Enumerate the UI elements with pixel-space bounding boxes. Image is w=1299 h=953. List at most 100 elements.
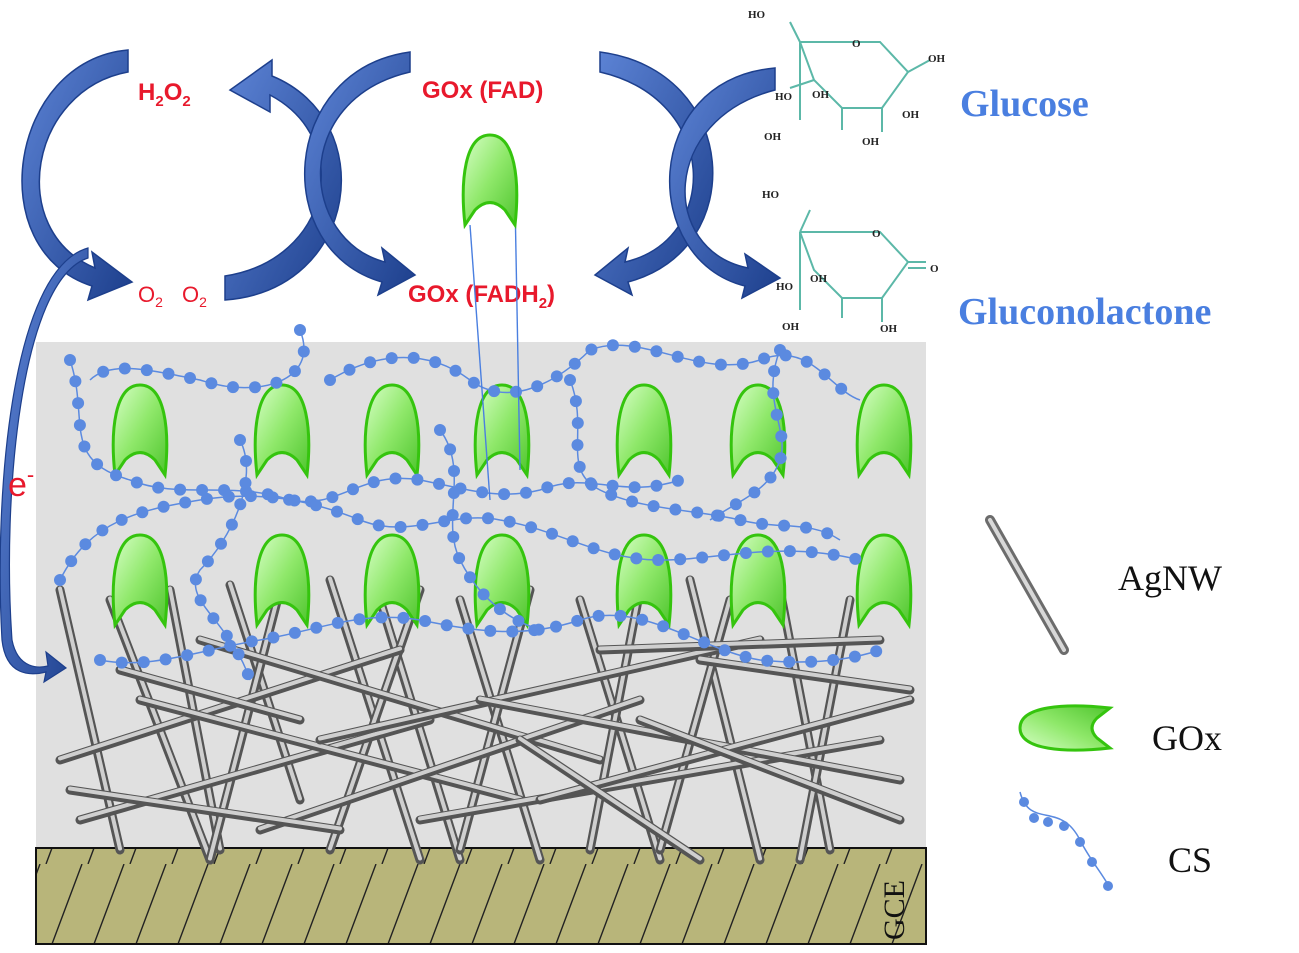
cs-bead	[657, 620, 670, 633]
cs-bead	[652, 554, 665, 566]
cs-bead	[453, 552, 466, 565]
cs-bead	[159, 653, 172, 666]
nanowire-highlight	[138, 696, 522, 801]
cs-bead	[783, 545, 796, 558]
cs-bead	[297, 345, 310, 358]
cs-bead	[849, 552, 862, 565]
cs-bead	[805, 655, 818, 668]
cs-bead	[736, 357, 749, 370]
cs-bead	[444, 443, 457, 456]
cs-bead	[562, 477, 575, 490]
gox-enzyme	[615, 383, 673, 480]
nanowire-highlight	[58, 586, 122, 851]
glucose-atom-ho-2: HO	[775, 91, 793, 103]
cs-bead	[73, 419, 86, 432]
cycle-arrow-center	[304, 51, 417, 297]
cycle-arrow-h2o2	[224, 58, 343, 301]
cs-bead	[411, 473, 424, 486]
cs-bead	[605, 488, 618, 501]
nanowire-highlight	[638, 716, 902, 821]
cs-bead	[394, 521, 407, 533]
cs-bead	[476, 486, 489, 499]
nanowire-highlight	[588, 586, 642, 851]
cs-bead	[140, 364, 153, 377]
nanowire-highlight	[778, 586, 832, 851]
cs-bead	[310, 621, 323, 634]
cs-bead	[288, 626, 301, 639]
cs-bead	[467, 376, 480, 389]
cs-bead	[774, 344, 786, 356]
cs-bead	[818, 368, 831, 381]
cs-bead	[800, 355, 813, 368]
lactone-atom-o-2: O	[930, 263, 939, 275]
cs-bead	[729, 498, 742, 511]
cs-bead	[573, 460, 586, 473]
cs-bead	[372, 519, 385, 532]
electron-label: e-	[8, 462, 34, 504]
cs-bead	[227, 381, 239, 394]
cs-bead	[827, 654, 840, 666]
cs-bead	[748, 486, 761, 499]
cs-bead	[587, 542, 600, 555]
cs-bead	[118, 362, 131, 375]
gox-enzyme	[473, 533, 531, 630]
cs-chain	[69, 359, 681, 503]
cs-bead	[835, 382, 848, 395]
cs-bead	[718, 644, 731, 657]
lactone-atom-oh-1: OH	[810, 273, 828, 285]
gox-enzyme	[473, 383, 531, 480]
cs-bead	[324, 374, 336, 386]
cs-bead	[764, 471, 777, 484]
nanowire-highlight	[118, 666, 302, 721]
cs-bead	[194, 594, 207, 607]
nanowire-highlight	[318, 636, 762, 741]
cs-bead	[734, 514, 747, 527]
cs-bead	[506, 625, 519, 638]
cs-bead	[416, 518, 429, 531]
cs-bead	[614, 609, 627, 622]
label-gluconolactone: Gluconolactone	[958, 291, 1211, 333]
cs-bead	[449, 364, 462, 377]
cs-bead	[460, 512, 472, 525]
label-o2-a: O2	[138, 282, 163, 310]
cs-bead	[566, 535, 579, 548]
electron-arrow	[0, 247, 89, 684]
glucose-atom-oh-5: OH	[862, 136, 880, 148]
cs-bead	[244, 490, 257, 503]
cs-bead	[364, 356, 377, 369]
gce-electrode	[35, 847, 927, 945]
cs-bead	[714, 358, 727, 371]
cs-bead	[758, 352, 771, 365]
cs-bead	[353, 613, 366, 626]
cs-bead	[115, 656, 128, 669]
label-gox-fad: GOx (FAD)	[422, 77, 543, 104]
label-o2-b: O2	[182, 282, 207, 310]
cs-bead	[232, 648, 245, 661]
legend: AgNW GOx CS	[985, 515, 1222, 891]
cs-bead	[464, 571, 476, 584]
cs-bead	[267, 631, 280, 644]
cs-bead	[96, 524, 109, 537]
cs-bead	[207, 612, 220, 625]
cs-bead	[532, 623, 545, 636]
cs-bead	[288, 365, 301, 378]
cs-bead	[240, 455, 252, 467]
gox-enzyme	[855, 533, 913, 630]
cs-bead	[64, 354, 76, 366]
cs-bead	[783, 655, 796, 668]
cs-bead	[224, 639, 237, 652]
gox-enzyme	[855, 383, 913, 480]
cs-bead	[484, 624, 497, 637]
cs-bead	[761, 654, 774, 667]
cs-bead	[54, 574, 66, 586]
cs-bead	[434, 424, 446, 436]
cs-bead	[550, 370, 563, 383]
cs-bead	[761, 545, 774, 558]
cs-bead	[157, 500, 170, 513]
legend-cs-beads	[1019, 797, 1113, 891]
cs-bead	[606, 479, 619, 492]
cs-bead	[162, 367, 175, 380]
cs-bead	[266, 491, 279, 504]
cs-bead	[326, 491, 339, 504]
